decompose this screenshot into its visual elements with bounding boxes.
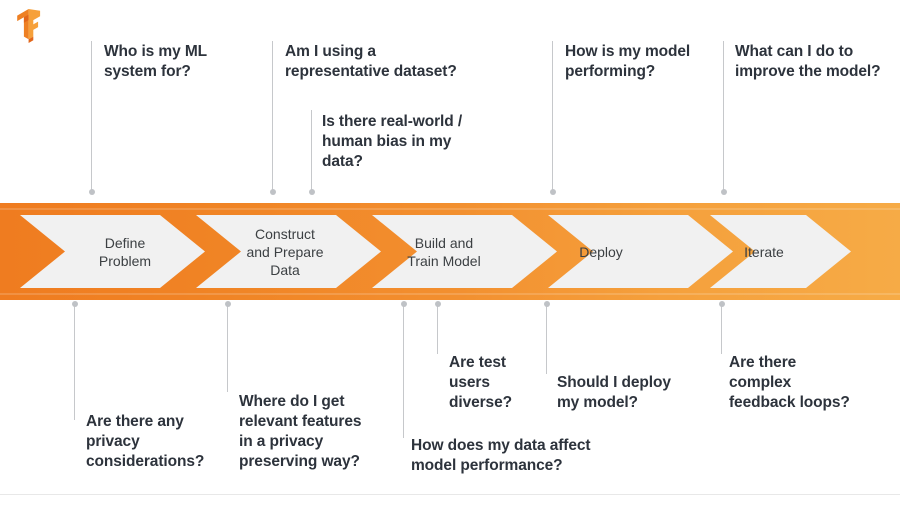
connector-line-who-for (88, 41, 95, 195)
connector-line-feedback-loops (718, 301, 725, 354)
connector-line-representative (269, 41, 276, 195)
chevron-define-problem (20, 215, 205, 288)
chevron-shapes (20, 215, 851, 288)
connector-dot (269, 189, 276, 195)
connector-dot (71, 301, 78, 307)
connector-dot (88, 189, 95, 195)
question-label-who-for: Who is my ML system for? (104, 43, 207, 80)
question-label-privacy: Are there any privacy considerations? (86, 413, 205, 470)
question-label-representative: Am I using a representative dataset? (285, 43, 457, 80)
band-highlight-top (0, 208, 900, 210)
connector-line-privacy (71, 301, 78, 420)
connector-line-test-users (434, 301, 441, 354)
chevron-deploy (548, 215, 733, 288)
chevron-label-define-problem: Define Problem (98, 234, 152, 269)
question-label-performing: How is my model performing? (565, 43, 691, 80)
connector-dot (308, 189, 315, 195)
connector-dot (543, 301, 550, 307)
connector-dot (224, 301, 231, 307)
question-label-bias: Is there real-world / human bias in my d… (322, 113, 463, 170)
connector-dot (434, 301, 441, 307)
question-label-should-deploy: Should I deploy my model? (557, 374, 671, 411)
connector-line-should-deploy (543, 301, 550, 374)
connector-dot (718, 301, 725, 307)
chevron-label-iterate: Iterate (744, 243, 784, 260)
chevron-iterate (710, 215, 851, 288)
chevron-construct-data (196, 215, 381, 288)
question-label-improve: What can I do to improve the model? (735, 43, 881, 80)
process-band: Define Problem Construct and Prepare Dat… (0, 203, 900, 300)
connector-line-features (224, 301, 231, 392)
question-label-feedback-loops: Are there complex feedback loops? (729, 354, 850, 411)
connector-line-improve (720, 41, 727, 195)
connector-dot (549, 189, 556, 195)
band-highlight-bottom (0, 293, 900, 295)
connector-line-data-affect (400, 301, 407, 438)
chevron-label-deploy: Deploy (579, 243, 623, 260)
chevron-label-build-train: Build and Train Model (407, 234, 481, 269)
question-label-features: Where do I get relevant features in a pr… (239, 393, 362, 470)
question-label-test-users: Are test users diverse? (449, 354, 512, 411)
question-label-data-affect: How does my data affect model performanc… (411, 437, 591, 474)
chevron-label-construct-data: Construct and Prepare Data (246, 225, 324, 278)
connector-line-performing (549, 41, 556, 195)
connector-line-bias (308, 110, 315, 195)
connector-dot (400, 301, 407, 307)
tensorflow-logo (14, 9, 44, 43)
connector-dot (720, 189, 727, 195)
chevron-build-train (372, 215, 557, 288)
